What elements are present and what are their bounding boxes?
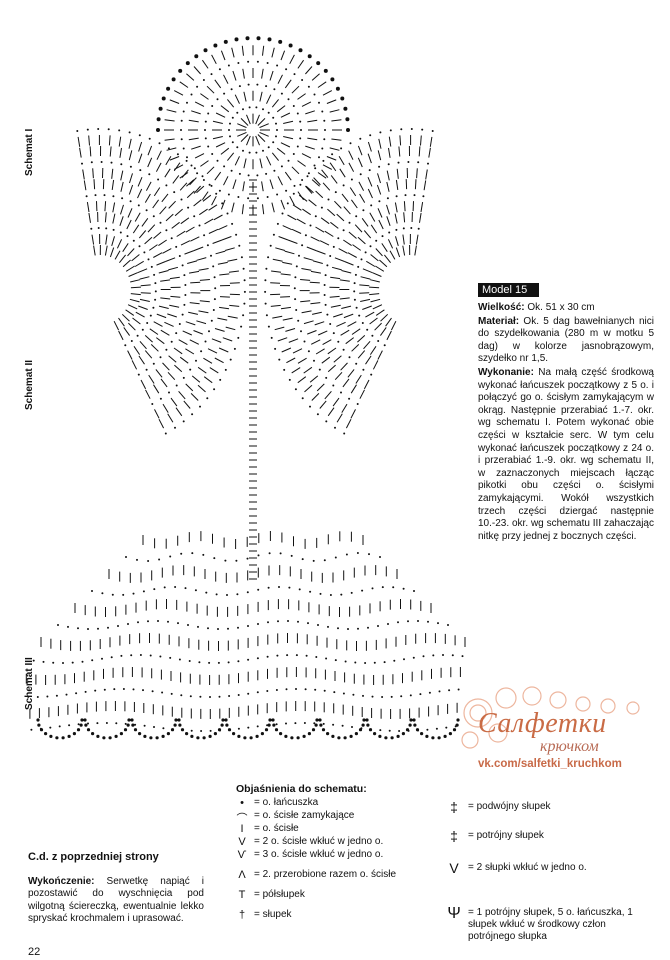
legend-item: = o. łańcuszka — [254, 797, 318, 809]
two-sc-same-icon: V — [234, 836, 250, 848]
legend-title: Objaśnienia do schematu: — [236, 783, 367, 795]
legend-item: = słupek — [254, 909, 292, 921]
dtr-icon: ‡ — [446, 828, 462, 844]
page-number: 22 — [28, 946, 40, 958]
model-info: Wielkość: Ok. 51 x 30 cm Materiał: Ok. 5… — [478, 302, 654, 544]
legend-item: = 2 słupki wkłuć w jedno o. — [468, 862, 587, 874]
watermark-subtitle: крючком — [540, 738, 599, 756]
execution-label: Wykonanie: — [478, 367, 534, 378]
dc-icon: † — [234, 909, 250, 921]
watermark-title: Салфетки — [478, 708, 607, 740]
watermark-link[interactable]: vk.com/salfetki_kruchkom — [478, 758, 622, 770]
legend-item: = 2. przerobione razem o. ścisłe — [254, 869, 396, 881]
dtr-cluster-icon: Ψ — [446, 905, 462, 923]
finishing-paragraph: Wykończenie: Serwetkę napiąć i pozostawi… — [28, 876, 204, 926]
half-dc-icon: T — [234, 889, 250, 901]
execution-text: Na małą część środkową wykonać łańcuszek… — [478, 367, 654, 542]
legend-item: = potrójny słupek — [468, 830, 544, 842]
single-crochet-icon: I — [234, 823, 250, 835]
continued-heading: C.d. z poprzedniej strony — [28, 851, 159, 863]
legend-item: = o. ścisłe zamykające — [254, 810, 354, 822]
sc2tog-icon: Λ — [234, 869, 250, 881]
size-label: Wielkość: — [478, 302, 525, 313]
size-text: Ok. 51 x 30 cm — [527, 302, 594, 313]
two-dc-same-icon: V — [446, 860, 462, 876]
crochet-diagram — [20, 20, 470, 760]
legend-item: = 3 o. ścisłe wkłuć w jedno o. — [254, 849, 383, 861]
legend-item: = 2 o. ścisłe wkłuć w jedno o. — [254, 836, 383, 848]
legend-item: = o. ścisłe — [254, 823, 299, 835]
three-sc-same-icon: Ѵ — [234, 849, 250, 861]
chain-dot-icon: • — [234, 797, 250, 809]
finishing-label: Wykończenie: — [28, 876, 95, 887]
tr-icon: ‡ — [446, 799, 462, 815]
legend-item: = półsłupek — [254, 889, 305, 901]
legend-item: = 1 potrójny słupek, 5 o. łańcuszka, 1 s… — [468, 907, 643, 943]
material-label: Materiał: — [478, 316, 519, 327]
model-title: Model 15 — [478, 283, 539, 297]
legend-item: = podwójny słupek — [468, 801, 551, 813]
